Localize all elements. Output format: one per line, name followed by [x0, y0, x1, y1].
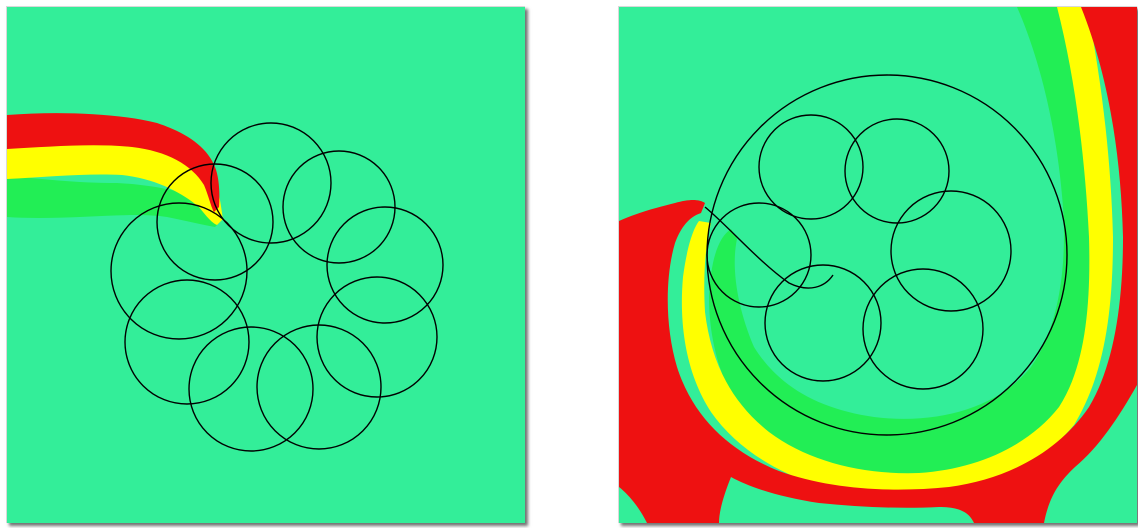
- trajectory-loop: [210, 122, 332, 244]
- trajectory-loop: [316, 276, 438, 398]
- tip-trajectory: [110, 122, 444, 452]
- excitable-medium-background: [7, 7, 525, 523]
- refractory-band-yellow: [7, 142, 223, 225]
- recovery-region-corner: [1049, 399, 1137, 523]
- right-simulation-panel: [618, 6, 1137, 523]
- excited-band-red: [7, 113, 220, 212]
- refractory-band-yellow: [681, 7, 1113, 499]
- trajectory-loop: [844, 118, 950, 224]
- trajectory-loop: [862, 268, 984, 390]
- trajectory-loop: [256, 324, 382, 450]
- recovery-band-green: [709, 7, 1096, 480]
- trajectory-loop: [188, 326, 314, 452]
- recovery-band-green: [7, 175, 221, 227]
- trajectory-loop: [706, 202, 812, 308]
- recovery-region-corner: [619, 493, 641, 523]
- right-spiral-wave-image: [619, 7, 1137, 523]
- trajectory-loop: [890, 190, 1012, 312]
- trajectory-loop: [156, 163, 274, 281]
- excited-band-red: [619, 7, 1137, 523]
- trajectory-loop: [124, 279, 250, 405]
- trajectory-loop: [282, 150, 396, 264]
- left-simulation-panel: [6, 6, 525, 523]
- left-spiral-wave-image: [7, 7, 525, 523]
- trajectory-loop: [326, 206, 444, 324]
- trajectory-loop: [758, 114, 864, 220]
- tip-trajectory: [704, 74, 1068, 436]
- trajectory-loop: [764, 264, 882, 382]
- trajectory-tail: [704, 206, 834, 289]
